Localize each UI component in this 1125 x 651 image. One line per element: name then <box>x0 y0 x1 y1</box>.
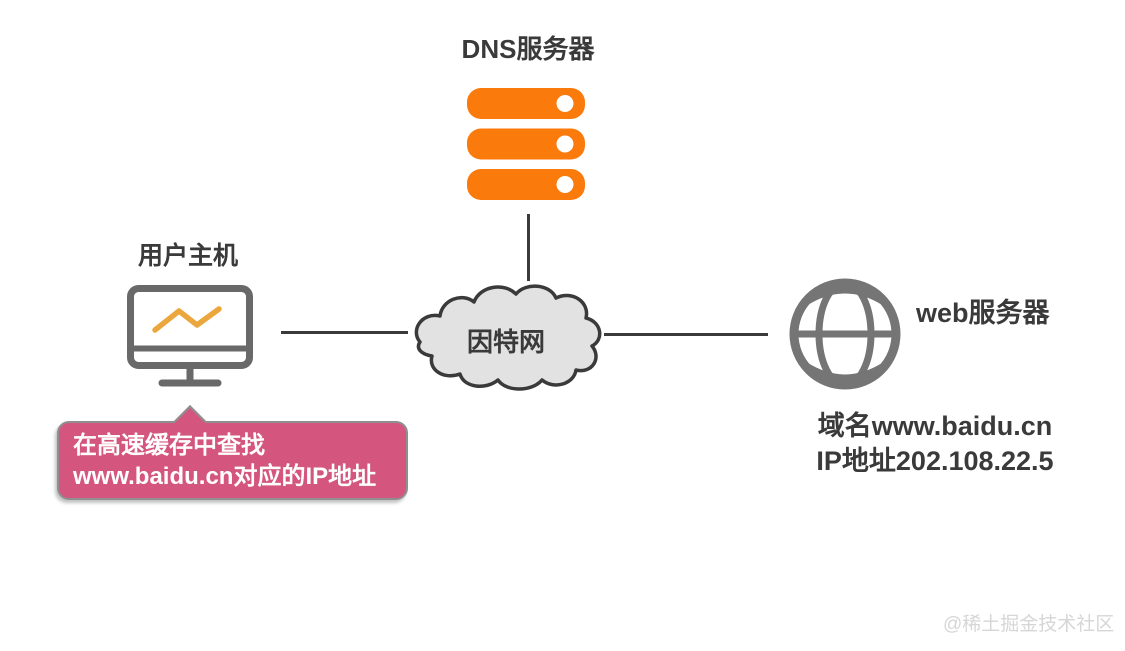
internet-cloud-shape <box>414 284 602 391</box>
web-server-info: 域名www.baidu.cn IP地址202.108.22.5 <box>775 409 1095 479</box>
globe-icon <box>789 278 901 390</box>
connector-internet-web <box>604 333 768 336</box>
monitor-icon <box>127 285 253 387</box>
domain-text: 域名www.baidu.cn <box>817 411 1053 441</box>
user-host-label: 用户主机 <box>137 242 238 270</box>
server-stack-icon <box>467 88 585 200</box>
watermark: @稀土掘金技术社区 <box>943 614 1115 635</box>
callout-line1: 在高速缓存中查找 <box>73 432 265 459</box>
web-server-label: web服务器 <box>916 298 1050 328</box>
connector-user-internet <box>281 331 408 334</box>
connector-dns-internet <box>527 214 530 281</box>
callout-bubble: 在高速缓存中查找 www.baidu.cn对应的IP地址 <box>57 405 408 500</box>
callout-line2: www.baidu.cn对应的IP地址 <box>73 463 377 490</box>
internet-label: 因特网 <box>466 327 545 357</box>
callout-text: 在高速缓存中查找 www.baidu.cn对应的IP地址 <box>59 423 406 492</box>
dns-server-label: DNS服务器 <box>461 34 595 64</box>
ip-text: IP地址202.108.22.5 <box>816 446 1054 476</box>
